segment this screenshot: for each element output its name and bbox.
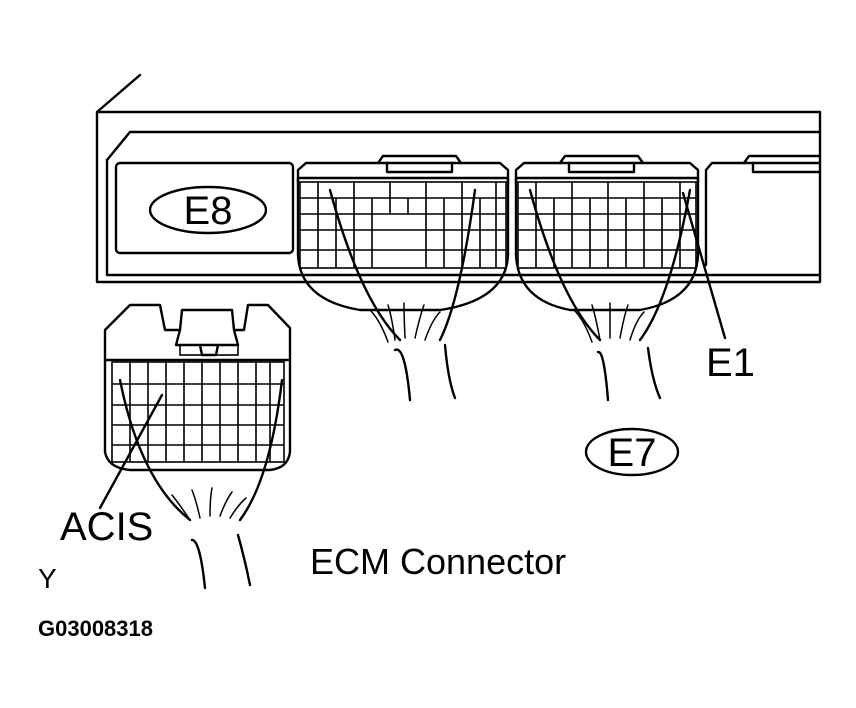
e8-label: E8 <box>184 189 233 233</box>
leader-lines <box>98 191 727 510</box>
e8-socket <box>114 161 295 255</box>
right-socket-partial <box>704 154 822 267</box>
diagram-title: ECM Connector <box>310 541 566 582</box>
y-label: Y <box>38 563 57 594</box>
e1-label: E1 <box>706 341 755 385</box>
e7-oval <box>584 427 680 477</box>
acis-connector <box>103 303 292 590</box>
acis-label: ACIS <box>60 505 153 549</box>
e7-label: E7 <box>608 431 657 475</box>
plug-e7-connector <box>514 154 700 402</box>
figure-id: G03008318 <box>38 616 153 641</box>
plug-left-connector <box>296 154 510 402</box>
